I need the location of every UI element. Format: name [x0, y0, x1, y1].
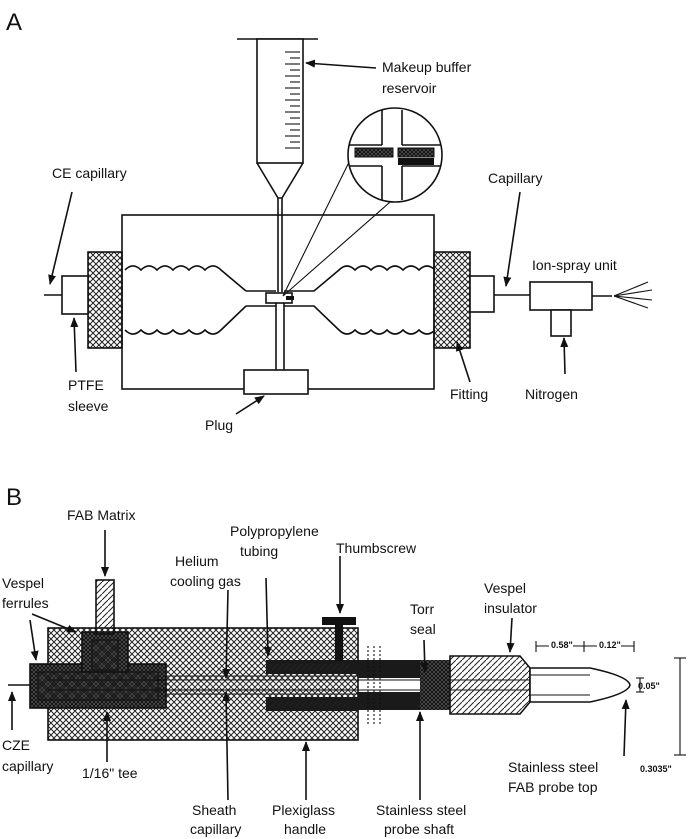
label-helium-1: Helium — [175, 553, 219, 569]
label-probe-top-1: Stainless steel — [508, 759, 598, 775]
right-bellows — [284, 265, 436, 292]
label-probe-shaft-1: Stainless steel — [376, 802, 466, 818]
panel-a-drawing — [44, 38, 653, 395]
panel-b-arrows — [7, 530, 630, 801]
label-sleeve: sleeve — [68, 398, 109, 414]
dim-005: 0.05" — [638, 681, 660, 691]
panel-a-letter: A — [6, 9, 22, 36]
panel-b-letter: B — [6, 484, 22, 511]
label-polypropylene-1: Polypropylene — [230, 523, 319, 539]
dim-058: 0.58" — [551, 640, 573, 650]
dim-03035: 0.3035" — [640, 764, 672, 774]
plug-block — [243, 369, 309, 395]
fab-matrix-inlet — [95, 579, 115, 635]
vespel-insulator — [449, 655, 531, 715]
thumbscrew — [322, 617, 356, 661]
label-plexiglass-1: Plexiglass — [272, 802, 335, 818]
label-reservoir: reservoir — [382, 80, 437, 96]
label-polypropylene-2: tubing — [240, 543, 278, 559]
label-cze-capillary: capillary — [2, 758, 53, 774]
ptfe-sleeve-block — [61, 275, 89, 315]
label-ion-spray-unit: Ion-spray unit — [532, 257, 617, 273]
label-probe-top-2: FAB probe top — [508, 779, 598, 795]
label-fab-matrix: FAB Matrix — [67, 507, 135, 523]
magnified-inset — [282, 107, 443, 297]
label-torr: Torr — [410, 601, 434, 617]
label-probe-shaft-2: probe shaft — [384, 821, 454, 837]
label-plug: Plug — [205, 417, 233, 433]
label-tee: 1/16" tee — [82, 765, 138, 781]
label-nitrogen: Nitrogen — [525, 386, 578, 402]
label-plexiglass-2: handle — [284, 821, 326, 837]
label-ce-capillary: CE capillary — [52, 165, 127, 181]
left-bellows — [124, 265, 247, 292]
dim-012: 0.12" — [599, 640, 621, 650]
label-makeup-buffer: Makeup buffer — [382, 59, 472, 75]
label-helium-2: cooling gas — [170, 573, 241, 589]
ion-spray-unit — [529, 281, 653, 337]
right-fitting — [433, 251, 471, 349]
label-vespel-ferrules-2: ferrules — [2, 595, 49, 611]
label-sheath-2: capillary — [190, 821, 241, 837]
label-vespel-insulator-2: insulator — [484, 600, 537, 616]
fab-probe-top — [529, 667, 631, 703]
label-cze: CZE — [2, 737, 30, 753]
label-thumbscrew: Thumbscrew — [336, 540, 417, 556]
label-capillary: Capillary — [488, 170, 542, 186]
panel-a-arrows — [48, 59, 569, 415]
label-vespel-insulator-1: Vespel — [484, 580, 526, 596]
panel-b-drawing — [8, 579, 631, 741]
label-seal: seal — [410, 621, 436, 637]
label-sheath-1: Sheath — [192, 802, 236, 818]
label-ptfe: PTFE — [68, 377, 104, 393]
label-fitting: Fitting — [450, 386, 488, 402]
label-vespel-ferrules-1: Vespel — [2, 575, 44, 591]
makeup-reservoir — [237, 38, 318, 292]
left-fitting — [87, 251, 123, 349]
